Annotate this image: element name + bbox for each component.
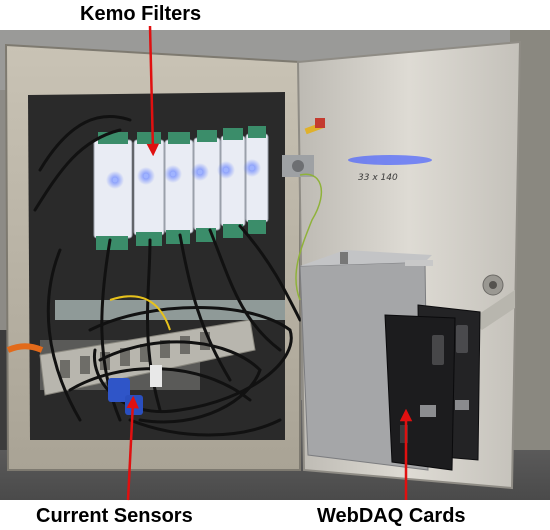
webdaq-cards-label: WebDAQ Cards — [317, 505, 466, 527]
current-sensors-label: Current Sensors — [36, 505, 193, 527]
orange-cable — [6, 343, 44, 353]
kemo-filter-modules — [93, 126, 269, 250]
kemo-filters-arrow — [146, 25, 160, 157]
filter-module — [193, 130, 221, 231]
door-handwriting: 33 x 140 — [358, 173, 398, 183]
filter-module — [164, 132, 194, 234]
webdaq-cards — [384, 304, 481, 471]
current-sensors-arrow — [126, 395, 139, 501]
door-hinge — [470, 274, 515, 330]
cable-tray — [39, 319, 256, 396]
cable-bundle — [33, 115, 302, 437]
status-leds — [106, 159, 261, 189]
filter-module — [220, 128, 246, 227]
yellow-wire — [109, 295, 171, 331]
kemo-filters-label: Kemo Filters — [80, 3, 202, 25]
webdaq-card — [384, 314, 456, 471]
filter-module — [245, 126, 269, 223]
svg-text:33 x 140: 33 x 140 — [358, 173, 398, 183]
